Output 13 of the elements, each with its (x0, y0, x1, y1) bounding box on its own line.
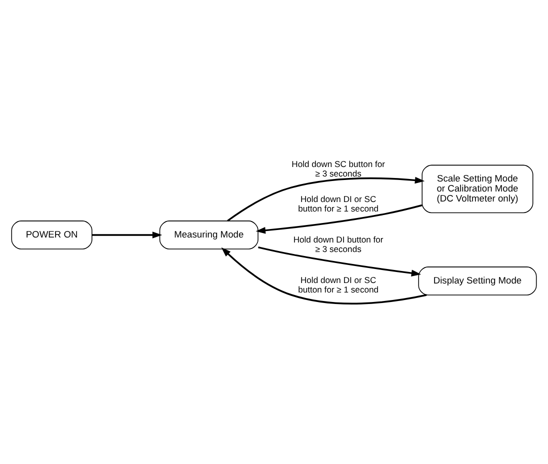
edge-label: Hold down DI button for ≥ 3 seconds (293, 234, 384, 254)
arrow (221, 247, 427, 304)
node-box: POWER ON (11, 220, 92, 250)
edge-label: Hold down DI or SC button for ≥ 1 second (298, 275, 379, 295)
edge-label: Hold down DI or SC button for ≥ 1 second (298, 194, 379, 214)
arrow (258, 246, 422, 276)
arrow (92, 232, 162, 238)
node-box: Display Setting Mode (418, 266, 537, 296)
node-box: Measuring Mode (159, 220, 258, 250)
node-box: Scale Setting Mode or Calibration Mode (DC Voltmeter only) (422, 164, 534, 214)
edge-label: Hold down SC button for ≥ 3 seconds (292, 158, 385, 178)
arrow (256, 204, 422, 234)
arrow (227, 176, 425, 222)
